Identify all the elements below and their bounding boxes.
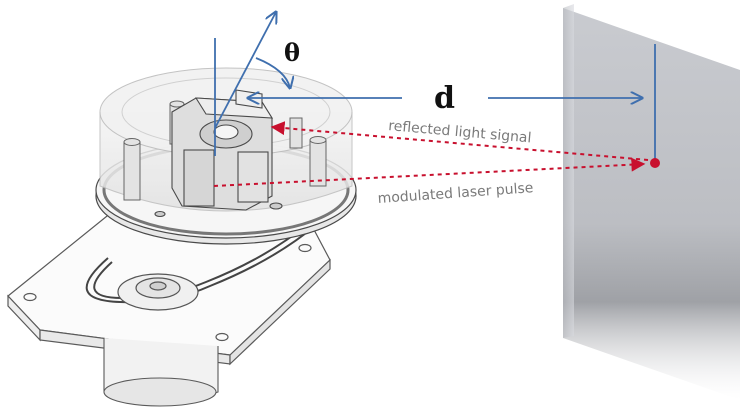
target-point <box>650 158 660 168</box>
reflected-signal-label: reflected light signal <box>388 118 532 146</box>
laser-pulse-label: modulated laser pulse <box>377 180 534 207</box>
theta-rotation-arrow <box>255 57 290 88</box>
target-wall <box>563 4 740 400</box>
motor-pulley <box>117 273 199 311</box>
tilt-axis-arrow <box>214 12 276 129</box>
axis-lines <box>214 12 656 162</box>
motor-housing <box>103 338 219 407</box>
reflected-light-beam <box>270 121 649 161</box>
distance-label: d <box>434 81 455 116</box>
theta-label: θ <box>284 38 300 67</box>
laser-beams <box>213 121 649 187</box>
